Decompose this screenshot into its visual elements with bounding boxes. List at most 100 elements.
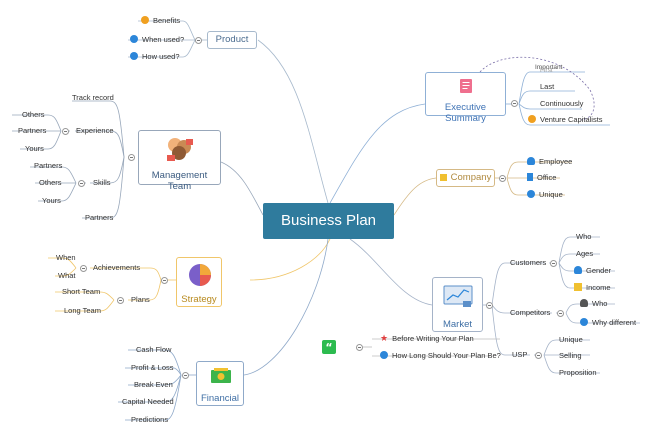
- topic-management-team-label: Management Team: [151, 170, 208, 192]
- bullet-orange-icon: [141, 16, 149, 24]
- star-icon: ★: [380, 334, 389, 344]
- question-icon: [130, 52, 138, 60]
- experience-item-yours: Yours: [25, 144, 44, 153]
- collapse-company[interactable]: [499, 175, 506, 182]
- executive-item-vc: Venture Capitalists: [528, 115, 603, 125]
- topic-executive-summary[interactable]: Executive Summary: [425, 72, 506, 124]
- plans-item-long-team: Long Team: [64, 306, 101, 315]
- market-chart-icon: [443, 285, 473, 307]
- building-icon: [439, 174, 447, 181]
- usp-item-proposition: Proposition: [559, 368, 597, 377]
- customers-item-who: Who: [576, 232, 592, 241]
- executive-item-continuously: Continuously: [540, 99, 584, 108]
- strategy-plans: Plans: [131, 295, 150, 304]
- achievements-item-what: What: [58, 271, 76, 280]
- topic-company-label: Company: [450, 172, 492, 183]
- competitors-item-why-different: Why different: [580, 318, 636, 328]
- question-icon: [130, 35, 138, 43]
- collapse-customers[interactable]: [550, 260, 557, 267]
- executive-item-last: Last: [540, 82, 555, 91]
- customers-item-ages: Ages: [576, 249, 594, 258]
- collapse-plans[interactable]: [117, 297, 124, 304]
- collapse-competitors[interactable]: [557, 310, 564, 317]
- quote-icon[interactable]: “: [322, 340, 336, 354]
- collapse-financial[interactable]: [182, 372, 189, 379]
- collapse-usp[interactable]: [535, 352, 542, 359]
- financial-item-predictions: Predictions: [131, 415, 169, 424]
- experience-item-partners: Partners: [18, 126, 47, 135]
- company-item-office: Office: [527, 173, 556, 183]
- collapse-floating[interactable]: [356, 344, 363, 351]
- product-item-how: How used?: [130, 52, 180, 62]
- topic-product-label: Product: [215, 34, 249, 45]
- floating-before-writing: ★Before Writing Your Plan: [380, 334, 474, 344]
- floating-how-long: How Long Should Your Plan Be?: [380, 351, 501, 361]
- financial-item-profit-loss: Profit & Loss: [131, 363, 174, 372]
- pie-chart-icon: [189, 264, 211, 286]
- topic-strategy-label: Strategy: [181, 294, 217, 305]
- topic-strategy[interactable]: Strategy: [176, 257, 222, 307]
- info-icon: [528, 115, 536, 123]
- question-icon: [580, 318, 588, 326]
- plans-item-short-team: Short Team: [62, 287, 101, 296]
- question-icon: [380, 351, 388, 359]
- skills-item-others: Others: [39, 178, 62, 187]
- branch-management: [220, 161, 264, 216]
- flag-icon: [527, 173, 533, 181]
- usp-item-unique: Unique: [559, 335, 583, 344]
- skills-item-yours: Yours: [42, 196, 61, 205]
- collapse-skills[interactable]: [78, 180, 85, 187]
- competitors-item-who: Who: [580, 299, 607, 309]
- collapse-market[interactable]: [486, 302, 493, 309]
- management-experience: Experience: [76, 126, 114, 135]
- topic-management-team[interactable]: Management Team: [138, 130, 221, 192]
- topic-product[interactable]: Product: [207, 31, 257, 49]
- money-icon: [574, 283, 582, 291]
- management-track-record: Track record: [72, 93, 114, 102]
- executive-item-first: First: [540, 67, 553, 74]
- market-usp: USP: [512, 350, 528, 359]
- strategy-achievements: Achievements: [93, 263, 141, 272]
- management-skills: Skills: [93, 178, 111, 187]
- skills-item-partners: Partners: [34, 161, 63, 170]
- topic-executive-summary-label: Executive Summary: [444, 102, 487, 124]
- person-icon: [527, 157, 535, 165]
- hands-icon: [167, 138, 193, 161]
- customers-item-income: Income: [574, 283, 611, 293]
- market-competitors: Competitors: [510, 308, 551, 317]
- collapse-achievements[interactable]: [80, 265, 87, 272]
- financial-item-cash-flow: Cash Flow: [136, 345, 172, 354]
- collapse-strategy[interactable]: [161, 277, 168, 284]
- branch-company: [393, 177, 437, 216]
- branch-executive: [329, 103, 426, 204]
- financial-item-break-even: Break Even: [134, 380, 173, 389]
- collapse-product[interactable]: [195, 37, 202, 44]
- branch-strategy: [249, 238, 331, 281]
- topic-market[interactable]: Market: [432, 277, 483, 332]
- central-topic[interactable]: Business Plan: [263, 203, 394, 239]
- relation-label: Important: [535, 64, 563, 71]
- topic-financial[interactable]: Financial: [196, 361, 244, 406]
- collapse-management[interactable]: [128, 154, 135, 161]
- collapse-experience[interactable]: [62, 128, 69, 135]
- financial-item-capital-needed: Capital Needed: [122, 397, 174, 406]
- topic-company[interactable]: Company: [436, 169, 495, 187]
- market-customers: Customers: [510, 258, 547, 267]
- company-item-employee: Employee: [527, 157, 572, 167]
- product-item-benefits: Benefits: [141, 16, 180, 26]
- collapse-executive[interactable]: [511, 100, 518, 107]
- branch-financial: [243, 238, 329, 376]
- topic-market-label: Market: [442, 319, 473, 330]
- topic-financial-label: Financial: [200, 393, 240, 404]
- branch-market: [349, 238, 433, 306]
- management-partners: Partners: [85, 213, 114, 222]
- customers-item-gender: Gender: [574, 266, 611, 276]
- usp-item-selling: Selling: [559, 351, 582, 360]
- question-icon: [527, 190, 535, 198]
- person-icon: [580, 299, 588, 307]
- money-icon: [211, 368, 231, 383]
- achievements-item-when: When: [56, 253, 76, 262]
- document-icon: [460, 79, 472, 93]
- person-icon: [574, 266, 582, 274]
